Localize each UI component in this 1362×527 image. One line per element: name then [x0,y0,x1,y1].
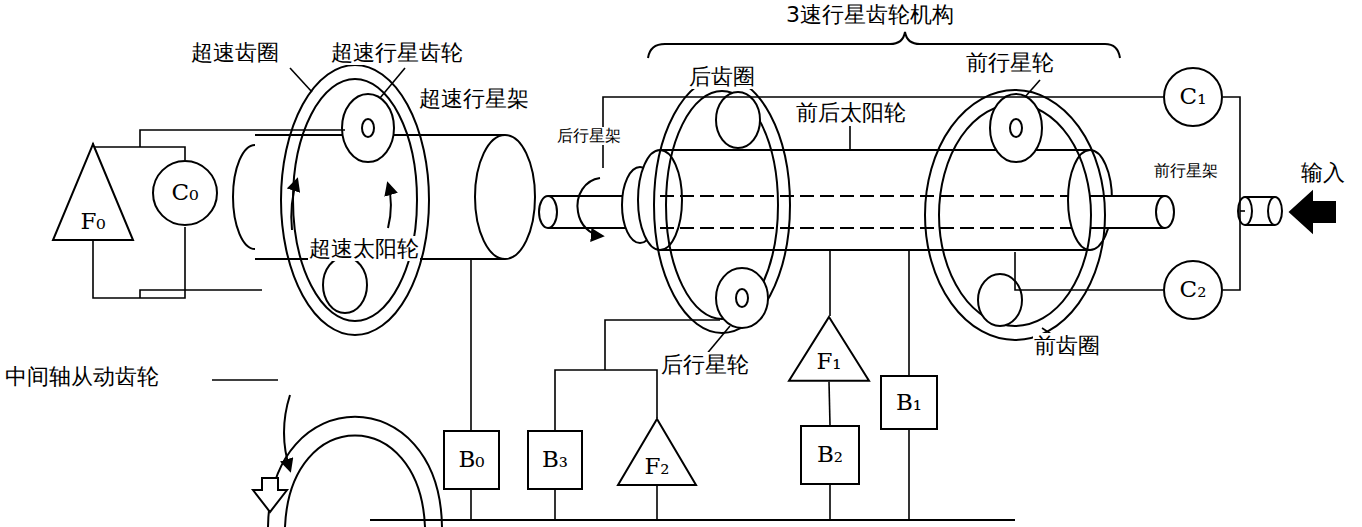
node-label: B₂ [817,442,843,467]
planet-gear-lower [323,257,367,313]
planet-pin [1010,119,1022,137]
one-way-clutch: F₂ [617,418,697,486]
node-label: C₀ [172,180,199,205]
node-label: F₁ [816,349,841,374]
part-label: 前后太阳轮 [795,100,907,125]
part-label: 前行星轮 [965,50,1055,75]
node-label: C₁ [1180,84,1207,109]
rear-planet-upper [716,92,760,148]
connector-wire [829,382,830,425]
brake-box: B₂ [800,425,860,485]
ring-gear [281,65,429,335]
input-arrow [1290,192,1335,232]
rotation-arrow [388,184,391,228]
node-label: F₀ [80,209,105,234]
connector-wire [93,143,185,160]
input-shaft [1268,197,1282,225]
brake-box: B₃ [527,430,583,490]
part-label: 超速行星齿轮 [330,40,464,65]
part-label: 超速太阳轮 [308,236,420,261]
front-ring-inner [939,104,1091,326]
node-label: C₂ [1180,277,1207,302]
planet-pin [362,119,374,137]
part-label: 前齿圈 [1033,333,1101,358]
clutch-circle: C₂ [1163,260,1223,320]
brake-box: B₀ [443,430,500,490]
front-ring [925,90,1105,340]
clutch-circle: C₁ [1163,67,1223,127]
front-planet [990,94,1042,162]
rotation-arrow [577,178,602,236]
connector-wire [1223,97,1240,290]
part-label: 超速行星架 [418,86,530,111]
clutch-wires [93,68,1245,520]
connector-wire [555,370,657,430]
shaft-end [1156,196,1174,228]
clutch-circle: C₀ [152,160,218,226]
part-label: 输入 [1300,160,1346,185]
rear-planet [716,268,768,328]
one-way-clutch: F₁ [788,316,870,382]
driven-gear [268,417,442,527]
part-label: 后行星轮 [660,352,750,377]
planet-pin [736,289,748,307]
rotation-arrow [284,395,290,470]
part-label: 前行星架 [1153,162,1219,180]
node-label: B₀ [458,447,484,472]
sun-shaft-end [638,150,682,250]
ring-gear-inner [293,79,417,321]
node-label: F₂ [644,454,669,479]
part-label: 3速行星齿轮机构 [785,2,955,27]
planet-gear [342,94,394,162]
shaft-end [539,196,557,228]
node-label: B₁ [896,390,922,415]
driven-gear-rim [285,436,425,527]
part-label: 超速齿圈 [190,40,280,65]
output-arrow [253,478,287,512]
rear-ring [654,77,790,333]
one-way-clutch: F₀ [52,143,134,241]
brake-box: B₁ [880,375,938,430]
sun-end [475,135,535,259]
part-label: 中间轴从动齿轮 [4,364,160,389]
part-label: 后齿圈 [688,64,756,89]
rotation-arrow [291,180,297,230]
node-label: B₃ [542,447,568,472]
part-label: 后行星架 [556,127,622,145]
